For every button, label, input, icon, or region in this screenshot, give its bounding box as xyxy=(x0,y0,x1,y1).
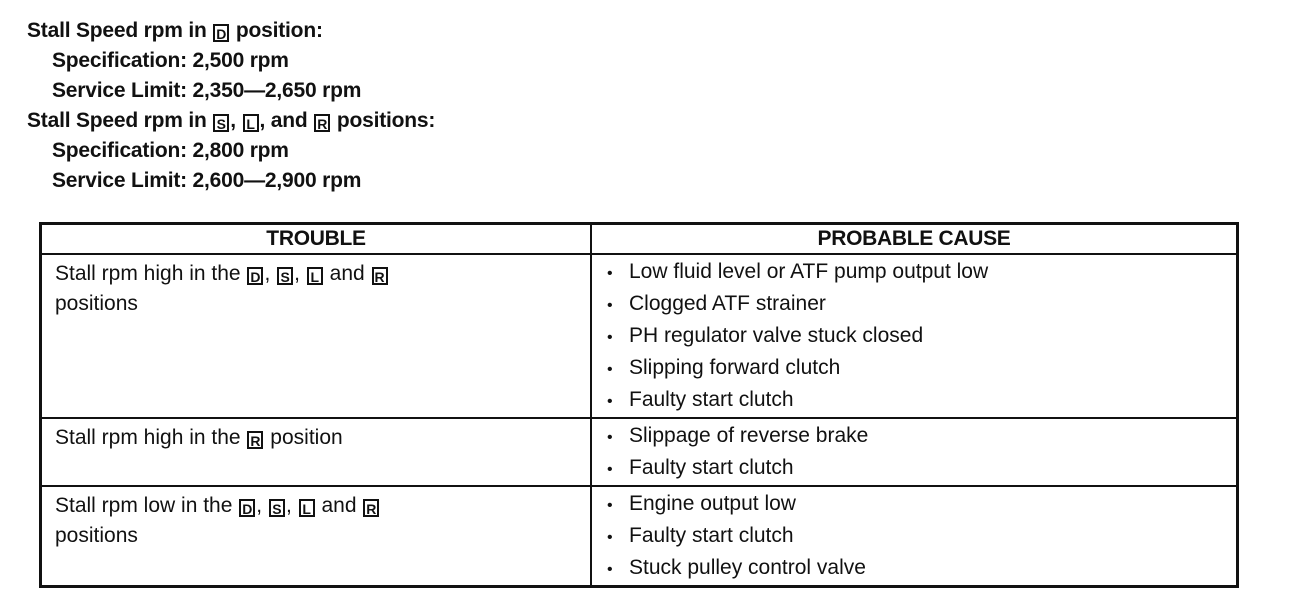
list-item: •Engine output low xyxy=(607,492,796,515)
gear-l-icon: L xyxy=(306,267,323,285)
trouble-cell: Stall rpm high in the R position xyxy=(39,417,592,487)
gear-l-icon: L xyxy=(298,499,315,517)
table-row: Stall rpm high in the D, S, L and R posi… xyxy=(39,253,1239,419)
gear-d-icon: D xyxy=(239,499,256,517)
gear-l-icon: L xyxy=(242,114,259,132)
gear-s-icon: S xyxy=(213,114,230,132)
list-item: •Stuck pulley control valve xyxy=(607,556,866,579)
list-item: •Faulty start clutch xyxy=(607,456,794,479)
list-item: •PH regulator valve stuck closed xyxy=(607,324,924,347)
cause-cell: •Low fluid level or ATF pump output low … xyxy=(590,253,1239,419)
cause-cell: •Slippage of reverse brake •Faulty start… xyxy=(590,417,1239,487)
troubleshooting-table: TROUBLE PROBABLE CAUSE Stall rpm high in… xyxy=(39,222,1239,588)
list-item: •Slippage of reverse brake xyxy=(607,424,869,447)
trouble-cell: Stall rpm high in the D, S, L and R posi… xyxy=(39,253,592,419)
list-item: •Faulty start clutch xyxy=(607,524,794,547)
gear-r-icon: R xyxy=(371,267,388,285)
header-trouble: TROUBLE xyxy=(39,222,592,255)
list-item: •Slipping forward clutch xyxy=(607,356,841,379)
gear-r-icon: R xyxy=(363,499,380,517)
d-service-limit: Service Limit: 2,350—2,650 rpm xyxy=(52,79,362,102)
gear-s-icon: S xyxy=(268,499,285,517)
slr-service-limit: Service Limit: 2,600—2,900 rpm xyxy=(52,169,362,192)
list-item: •Clogged ATF strainer xyxy=(607,292,826,315)
gear-d-icon: D xyxy=(247,267,264,285)
slr-specification: Specification: 2,800 rpm xyxy=(52,139,289,162)
gear-r-icon: R xyxy=(314,114,331,132)
table-row: Stall rpm high in the R position •Slippa… xyxy=(39,417,1239,487)
table-row: Stall rpm low in the D, S, L and R posit… xyxy=(39,485,1239,588)
gear-d-icon: D xyxy=(213,24,230,42)
gear-r-icon: R xyxy=(247,431,264,449)
d-specification: Specification: 2,500 rpm xyxy=(52,49,289,72)
list-item: •Low fluid level or ATF pump output low xyxy=(607,260,989,283)
slr-positions-heading: Stall Speed rpm in S, L, and R positions… xyxy=(27,109,436,132)
d-position-heading: Stall Speed rpm in D position: xyxy=(27,19,323,42)
cause-cell: •Engine output low •Faulty start clutch … xyxy=(590,485,1239,588)
list-item: •Faulty start clutch xyxy=(607,388,794,411)
trouble-cell: Stall rpm low in the D, S, L and R posit… xyxy=(39,485,592,588)
stall-speed-specifications: Stall Speed rpm in D position: Specifica… xyxy=(27,16,435,196)
gear-s-icon: S xyxy=(277,267,294,285)
header-probable-cause: PROBABLE CAUSE xyxy=(590,222,1239,255)
table-header-row: TROUBLE PROBABLE CAUSE xyxy=(39,222,1239,255)
